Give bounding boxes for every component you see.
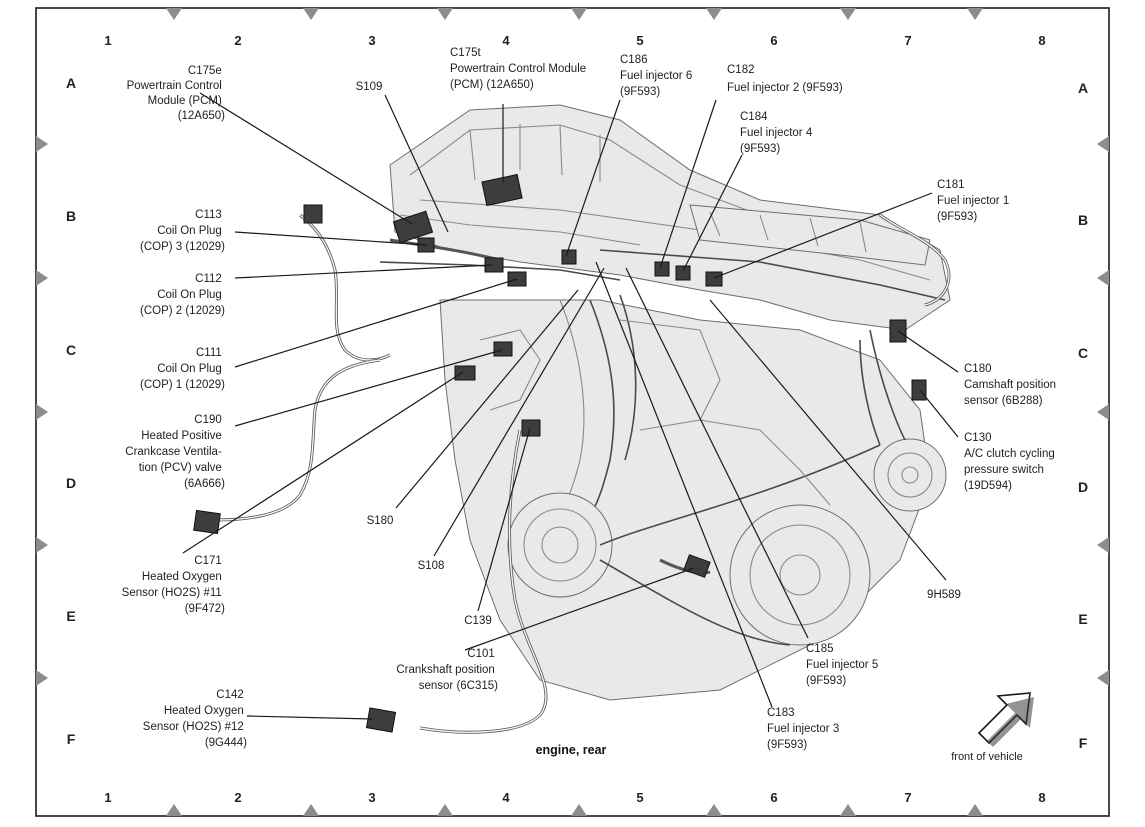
connector-c139	[521, 419, 541, 437]
callout-s109: S109	[356, 81, 383, 93]
leader-9h589	[709, 299, 947, 581]
callout-s180: S180	[367, 515, 394, 527]
grid-col-7: 7	[904, 790, 911, 805]
leader-c139	[477, 427, 531, 612]
callout-c171: C171 Heated Oxygen Sensor (HO2S) #11 (9F…	[122, 555, 225, 615]
callout-c190: C190 Heated Positive Crankcase Ventila- …	[125, 414, 225, 490]
leader-c111	[234, 278, 518, 368]
leader-c142	[246, 715, 373, 720]
grid-row-c: C	[1078, 345, 1088, 361]
connector-c184	[675, 265, 691, 281]
grid-row-e: E	[66, 608, 75, 624]
callout-c186: C186 Fuel injector 6 (9F593)	[620, 54, 695, 98]
connector-c190	[493, 341, 513, 357]
leader-c130	[919, 389, 959, 438]
front-of-vehicle-label: front of vehicle	[951, 751, 1023, 763]
callout-s108: S108	[418, 560, 445, 572]
leader-c181	[713, 192, 933, 279]
leader-c112	[234, 264, 493, 279]
grid-col-4: 4	[502, 790, 510, 805]
grid-col-3: 3	[368, 33, 375, 48]
grid-row-d: D	[1078, 479, 1088, 495]
callout-c142: C142 Heated Oxygen Sensor (HO2S) #12 (9G…	[143, 689, 247, 749]
grid-col-5: 5	[636, 33, 643, 48]
connector-c186	[561, 249, 577, 265]
callout-9h589: 9H589	[927, 589, 961, 601]
leader-c183	[595, 261, 773, 708]
grid-col-8: 8	[1038, 33, 1045, 48]
engine-illustration	[379, 104, 951, 701]
leader-c171	[182, 371, 464, 554]
connector-c130	[911, 379, 927, 401]
grid-row-f: F	[1079, 735, 1088, 751]
connector-shapes	[193, 173, 927, 733]
grid-row-d: D	[66, 475, 76, 491]
grid-row-labels-left: A B C D E F	[66, 75, 76, 747]
grid-row-c: C	[66, 342, 76, 358]
callout-c101: C101 Crankshaft position sensor (6C315)	[396, 648, 498, 692]
grid-col-1: 1	[104, 790, 111, 805]
leader-c186	[565, 99, 621, 257]
callout-labels: C175e Powertrain Control Module (PCM) (1…	[122, 47, 1059, 751]
arrow-icon	[977, 692, 1034, 747]
leader-c175e	[199, 92, 413, 225]
grid-col-6: 6	[770, 33, 777, 48]
border-markers	[36, 8, 1109, 816]
connector-upper-left	[303, 204, 323, 224]
grid-row-a: A	[66, 75, 76, 91]
callout-c183: C183 Fuel injector 3 (9F593)	[767, 707, 842, 751]
leader-lines	[182, 92, 959, 720]
grid-col-1: 1	[104, 33, 111, 48]
callout-c130: C130 A/C clutch cycling pressure switch …	[964, 432, 1058, 492]
wiring-harness	[214, 213, 951, 734]
leader-c182	[659, 99, 717, 269]
connector-c182	[654, 261, 670, 277]
grid-col-2: 2	[234, 33, 241, 48]
grid-col-4: 4	[502, 33, 510, 48]
leader-c185	[625, 267, 809, 639]
connector-c101	[683, 554, 711, 578]
leader-s180	[395, 289, 579, 509]
grid-row-labels-right: A B C D E F	[1078, 80, 1088, 751]
callout-c181: C181 Fuel injector 1 (9F593)	[937, 179, 1012, 223]
leader-c180	[897, 330, 959, 373]
callout-c139: C139	[464, 615, 492, 627]
callout-c112: C112 Coil On Plug (COP) 2 (12029)	[140, 273, 225, 317]
callout-c113: C113 Coil On Plug (COP) 3 (12029)	[140, 209, 225, 253]
callout-c184: C184 Fuel injector 4 (9F593)	[740, 111, 815, 155]
callout-c180: C180 Camshaft position sensor (6B288)	[964, 363, 1059, 407]
callout-c175e: C175e Powertrain Control Module (PCM) (1…	[127, 65, 226, 122]
connector-c175t	[481, 173, 523, 207]
connector-c142	[365, 707, 397, 733]
grid-col-5: 5	[636, 790, 643, 805]
grid-row-e: E	[1078, 611, 1087, 627]
connector-c190b	[454, 365, 476, 381]
leader-s108	[433, 267, 605, 557]
grid-row-b: B	[66, 208, 76, 224]
leader-c113	[234, 231, 428, 246]
grid-col-6: 6	[770, 790, 777, 805]
grid-row-a: A	[1078, 80, 1088, 96]
leader-c101	[464, 567, 695, 651]
grid-row-f: F	[67, 731, 76, 747]
leader-c190	[234, 349, 503, 427]
leader-s109	[384, 94, 449, 233]
leader-c184	[682, 154, 743, 272]
grid-col-3: 3	[368, 790, 375, 805]
grid-row-b: B	[1078, 212, 1088, 228]
diagram-caption: engine, rear	[536, 743, 607, 757]
grid-col-8: 8	[1038, 790, 1045, 805]
callout-c185: C185 Fuel injector 5 (9F593)	[806, 643, 881, 687]
connector-c171	[193, 509, 221, 535]
callout-c111: C111 Coil On Plug (COP) 1 (12029)	[140, 347, 225, 391]
callout-c175t: C175t Powertrain Control Module (PCM) (1…	[450, 47, 589, 91]
grid-column-labels-top: 1 2 3 4 5 6 7 8	[104, 33, 1045, 48]
grid-col-7: 7	[904, 33, 911, 48]
grid-col-2: 2	[234, 790, 241, 805]
callout-c182: C182 Fuel injector 2 (9F593)	[727, 64, 843, 94]
connector-c181	[705, 271, 723, 287]
grid-column-labels-bottom: 1 2 3 4 5 6 7 8	[104, 790, 1045, 805]
